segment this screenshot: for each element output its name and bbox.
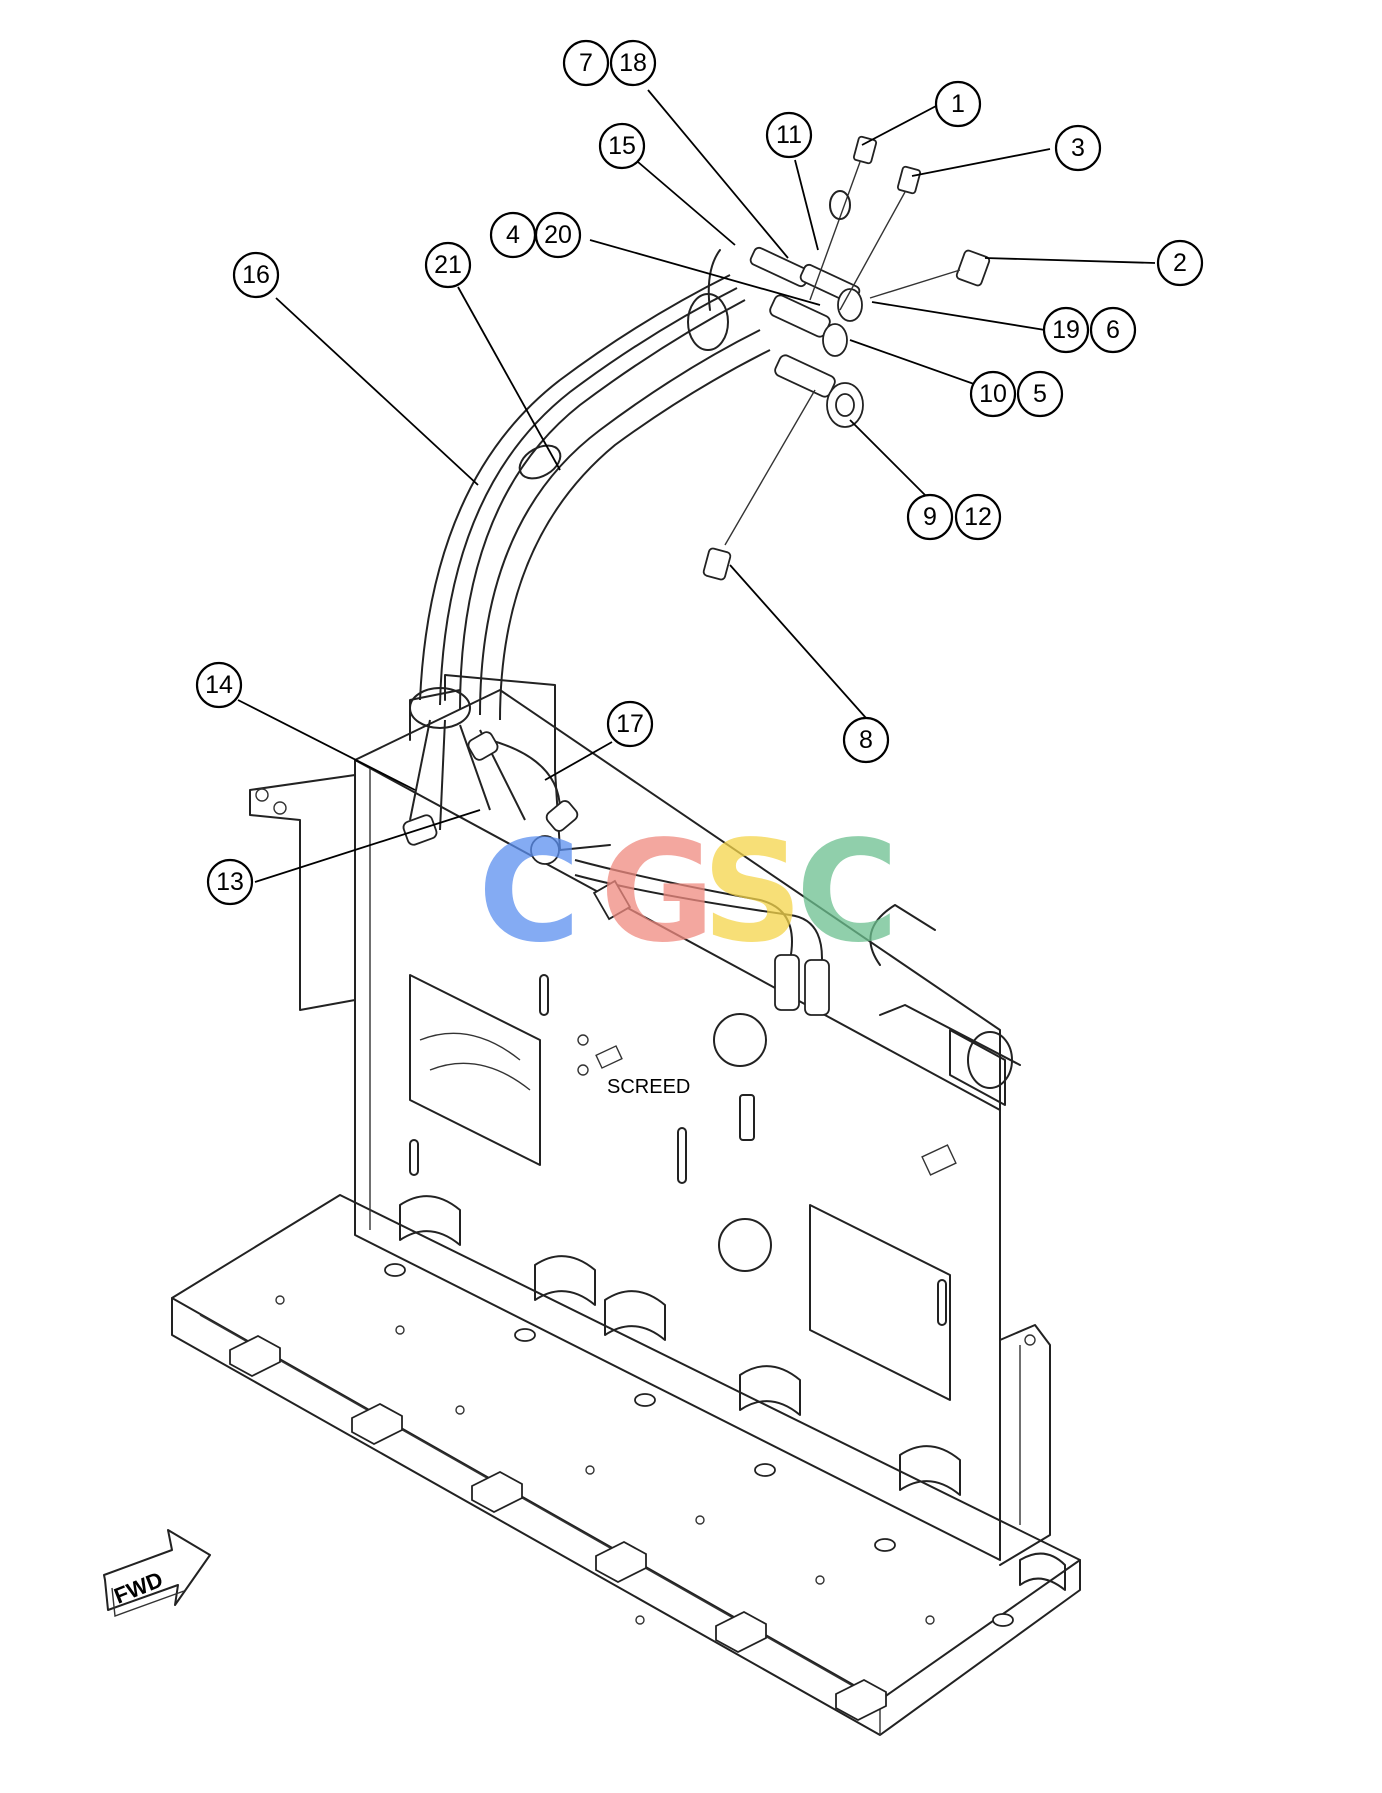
callout-10: 10 xyxy=(969,370,1017,418)
base-frame xyxy=(171,674,1081,1736)
fwd-arrow: FWD xyxy=(103,1529,211,1617)
callout-2-label: 2 xyxy=(1173,249,1187,277)
callout-17-label: 17 xyxy=(616,710,644,738)
callout-6-label: 6 xyxy=(1106,316,1120,344)
callout-18-label: 18 xyxy=(619,49,647,77)
callout-11-label: 11 xyxy=(776,121,802,149)
callout-10-label: 10 xyxy=(979,380,1007,408)
callout-16-label: 16 xyxy=(242,261,270,289)
callout-7-label: 7 xyxy=(579,49,593,77)
callout-13-label: 13 xyxy=(216,868,244,896)
callout-8: 8 xyxy=(842,716,890,764)
callout-11: 11 xyxy=(765,111,813,159)
callout-1: 1 xyxy=(934,80,982,128)
callout-17: 17 xyxy=(606,700,654,748)
callout-1-label: 1 xyxy=(951,90,965,118)
callout-20: 20 xyxy=(534,211,582,259)
callout-13: 13 xyxy=(206,858,254,906)
callout-5: 5 xyxy=(1016,370,1064,418)
callout-20-label: 20 xyxy=(544,221,572,249)
callout-19-label: 19 xyxy=(1052,316,1080,344)
callout-19: 19 xyxy=(1042,306,1090,354)
callout-8-label: 8 xyxy=(859,726,873,754)
upper-fittings xyxy=(702,135,991,581)
callout-21: 21 xyxy=(424,241,472,289)
callout-3-label: 3 xyxy=(1071,134,1085,162)
callout-6: 6 xyxy=(1089,306,1137,354)
callout-16: 16 xyxy=(232,251,280,299)
callout-18: 18 xyxy=(609,39,657,87)
callout-12: 12 xyxy=(954,493,1002,541)
callout-12-label: 12 xyxy=(964,503,992,531)
watermark-letter-c1: C xyxy=(478,811,581,974)
callout-15-label: 15 xyxy=(608,132,636,160)
callout-14: 14 xyxy=(195,661,243,709)
callout-21-label: 21 xyxy=(434,251,462,279)
callout-7: 7 xyxy=(562,39,610,87)
callouts: 1 2 3 4 5 6 7 8 9 10 11 12 13 14 15 16 1… xyxy=(195,39,1204,906)
callout-4-label: 4 xyxy=(506,221,520,249)
watermark-letter-g: G xyxy=(600,811,715,974)
watermark: C G S C xyxy=(478,811,899,974)
callout-15: 15 xyxy=(598,122,646,170)
hose-assembly xyxy=(402,249,936,1016)
callout-2: 2 xyxy=(1156,239,1204,287)
callout-9: 9 xyxy=(906,493,954,541)
screed-label: SCREED xyxy=(607,1076,690,1098)
fwd-label: FWD xyxy=(111,1567,167,1609)
callout-9-label: 9 xyxy=(923,503,937,531)
watermark-letter-c2: C xyxy=(796,811,899,974)
callout-14-label: 14 xyxy=(205,671,233,699)
leader-lines xyxy=(237,89,1156,883)
callout-4: 4 xyxy=(489,211,537,259)
watermark-letter-s: S xyxy=(702,811,803,974)
callout-3: 3 xyxy=(1054,124,1102,172)
callout-5-label: 5 xyxy=(1033,380,1047,408)
